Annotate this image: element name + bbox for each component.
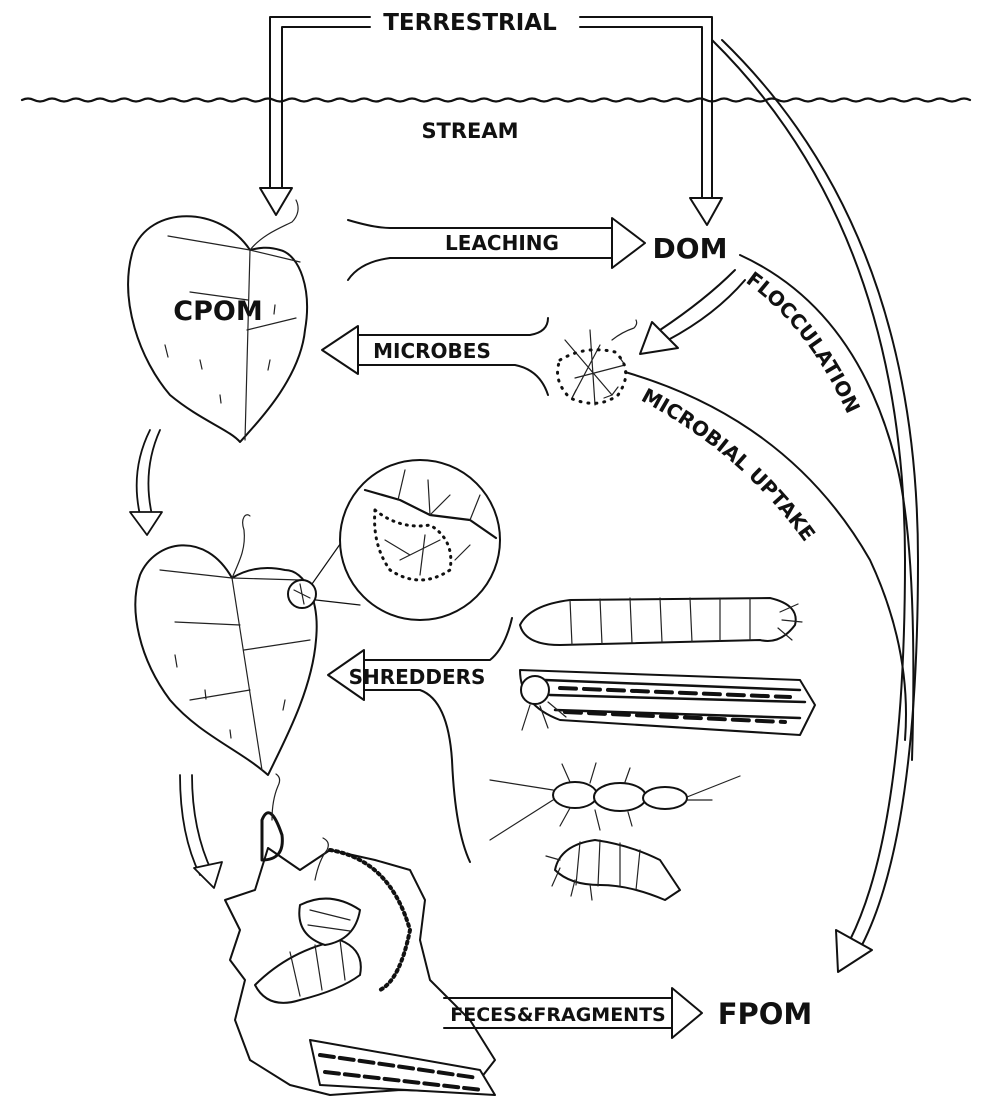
- dom-to-microbes-arrow: [640, 270, 745, 354]
- shredder-amphipod: [546, 840, 680, 900]
- leaching-label: LEACHING: [445, 231, 559, 255]
- shredder-larva-chironomid: [520, 598, 802, 645]
- fpom-label: FPOM: [718, 997, 813, 1031]
- flocculation-label: FLOCCULATION: [742, 267, 865, 417]
- cpom-to-conditioned-leaf-arrow: [130, 430, 162, 535]
- conditioned-leaf: [135, 515, 316, 775]
- terrestrial-label: TERRESTRIAL: [383, 10, 557, 36]
- dom-label: DOM: [653, 232, 728, 265]
- water-surface-line: [22, 99, 970, 102]
- shredder-caddisfly-case: [520, 670, 815, 735]
- microbial-floc: [558, 320, 637, 405]
- shredder-stonefly-nymph: [490, 763, 740, 840]
- microbes-label: MICROBES: [373, 339, 491, 363]
- feces-fragments-label: FECES&FRAGMENTS: [450, 1004, 665, 1026]
- magnified-leaf-surface-inset: [312, 460, 500, 620]
- shredded-leaf-cluster: [225, 774, 495, 1095]
- cpom-label: CPOM: [173, 296, 262, 327]
- leaf-to-shredded-arrow: [180, 775, 222, 888]
- stream-label: STREAM: [421, 119, 518, 143]
- shredders-label: SHREDDERS: [349, 665, 486, 689]
- shredders-arrow: [328, 618, 512, 862]
- terrestrial-to-fpom-arrow: [712, 40, 918, 972]
